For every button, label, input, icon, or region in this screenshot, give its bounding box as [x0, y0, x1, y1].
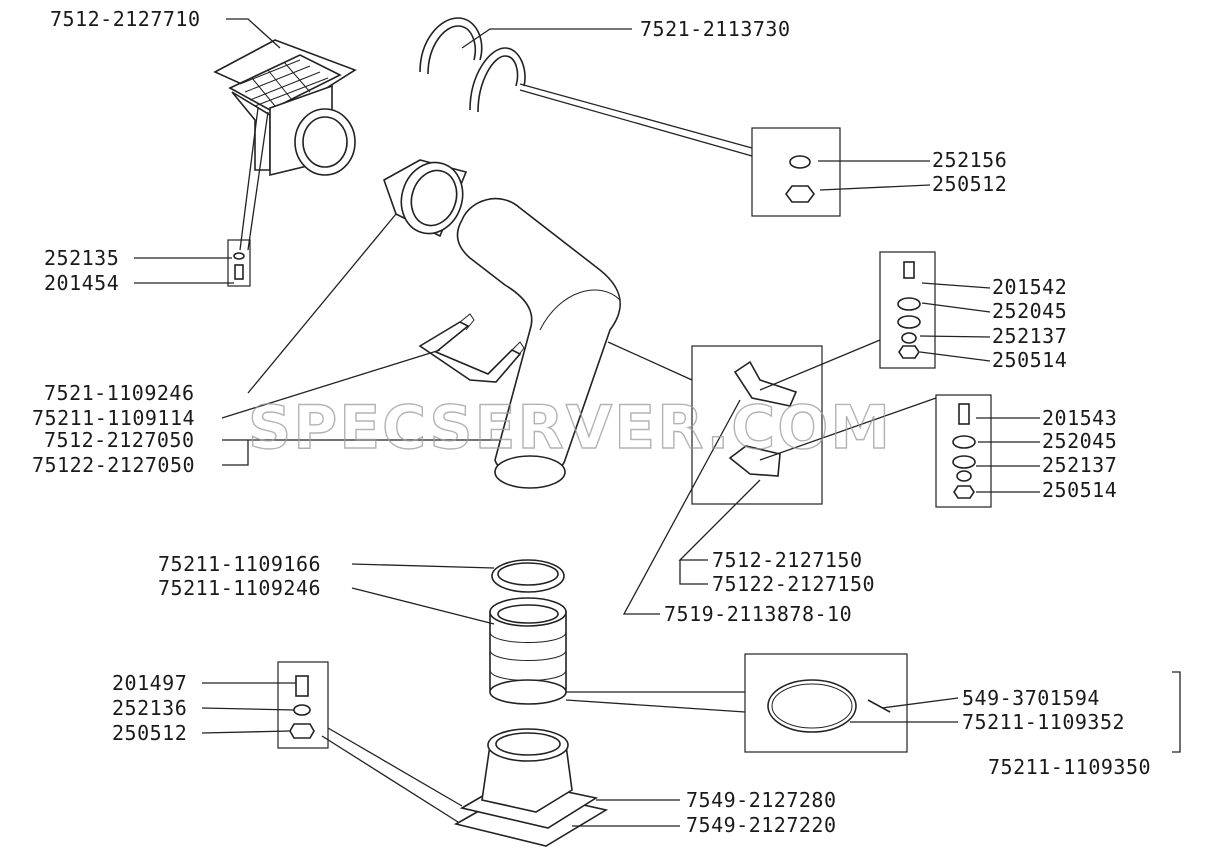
watermark: SPECSERVER.COM — [248, 393, 892, 463]
label-75122-2127050: 75122-2127050 — [32, 453, 195, 477]
label-252156: 252156 — [932, 148, 1007, 172]
label-7512-2127050: 7512-2127050 — [44, 428, 195, 452]
label-201497: 201497 — [112, 671, 187, 695]
label-7519-2113878-10: 7519-2113878-10 — [664, 602, 852, 626]
bolt-icon — [295, 675, 309, 697]
label-252045-b: 252045 — [1042, 429, 1117, 453]
label-250512-top: 250512 — [932, 172, 1007, 196]
nut-icon — [953, 485, 975, 499]
nut-icon — [785, 185, 815, 203]
part-labels: 7512-2127710 7521-2113730 252156 250512 … — [32, 7, 1151, 837]
label-7512-2127710: 7512-2127710 — [50, 7, 201, 31]
lock-washer-icon — [956, 470, 972, 482]
sleeve-top — [383, 159, 468, 238]
label-75211-1109246: 75211-1109246 — [158, 576, 321, 600]
mount-bracket-lower — [728, 445, 781, 477]
label-252135: 252135 — [44, 246, 119, 270]
bolt-icon — [958, 403, 970, 425]
washer-icon — [233, 252, 245, 260]
label-7521-1109246: 7521-1109246 — [44, 381, 195, 405]
mounting-box — [691, 345, 823, 505]
label-75211-1109166: 75211-1109166 — [158, 552, 321, 576]
clamp-screw-icon — [867, 699, 891, 713]
label-75211-1109352: 75211-1109352 — [962, 710, 1125, 734]
label-75211-1109114: 75211-1109114 — [32, 406, 195, 430]
intake-elbow-pipe — [456, 197, 622, 489]
base-adapter — [453, 728, 609, 847]
label-250514-b: 250514 — [1042, 478, 1117, 502]
washer-icon — [897, 297, 921, 311]
label-252045-a: 252045 — [992, 299, 1067, 323]
hardware-strip-lower — [935, 394, 992, 508]
label-201543: 201543 — [1042, 406, 1117, 430]
hardware-box-top — [751, 127, 841, 217]
nut-icon — [289, 723, 315, 739]
label-7512-2127150: 7512-2127150 — [712, 548, 863, 572]
label-7549-2127220: 7549-2127220 — [686, 813, 837, 837]
mount-bracket-upper — [733, 360, 798, 407]
washer-icon — [897, 315, 921, 329]
label-7521-2113730: 7521-2113730 — [640, 17, 791, 41]
screw-icon — [234, 264, 244, 280]
hardware-strip-bottom-left — [277, 661, 329, 749]
label-250512-bottom: 250512 — [112, 721, 187, 745]
washer-icon — [293, 704, 311, 716]
washer-icon — [952, 435, 976, 449]
label-252137-b: 252137 — [1042, 453, 1117, 477]
clamp-box — [744, 653, 908, 753]
pipe-bracket — [418, 313, 525, 383]
label-252137-a: 252137 — [992, 324, 1067, 348]
u-bolts — [419, 17, 526, 113]
label-75122-2127150: 75122-2127150 — [712, 572, 875, 596]
label-252136: 252136 — [112, 696, 187, 720]
ring-seal — [491, 559, 565, 593]
nut-icon — [898, 345, 920, 359]
washer-icon — [789, 155, 811, 169]
washer-icon — [952, 455, 976, 469]
label-75211-1109350: 75211-1109350 — [988, 755, 1151, 779]
corrugated-sleeve — [489, 597, 567, 705]
hardware-plate-left — [227, 239, 251, 287]
intake-mesh — [239, 59, 329, 107]
air-intake-head — [213, 39, 357, 177]
label-201454: 201454 — [44, 271, 119, 295]
leader-lines — [134, 18, 1181, 827]
hardware-strip-upper — [879, 251, 936, 369]
label-7549-2127280: 7549-2127280 — [686, 788, 837, 812]
label-250514-a: 250514 — [992, 348, 1067, 372]
label-201542: 201542 — [992, 275, 1067, 299]
hose-clamp-icon — [767, 679, 857, 733]
label-549-3701594: 549-3701594 — [962, 686, 1100, 710]
bolt-icon — [903, 261, 915, 279]
lock-washer-icon — [901, 332, 917, 344]
